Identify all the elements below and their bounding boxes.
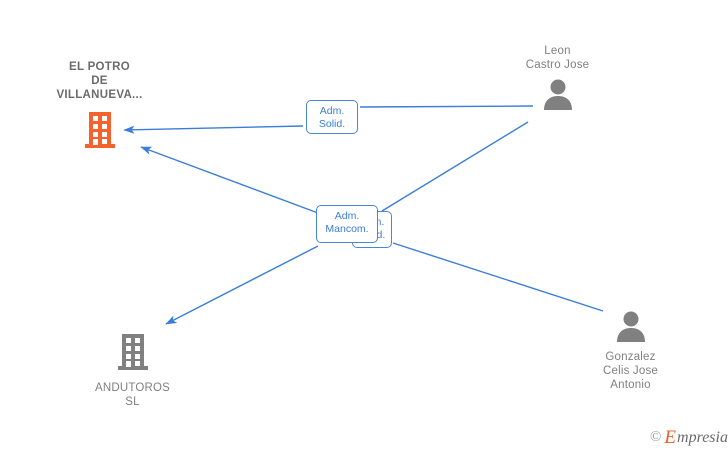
node-el-potro-label: EL POTRO DE VILLANUEVA... [56, 61, 143, 101]
edge-label-adm-solid-top[interactable]: Adm. Solid. [306, 100, 358, 134]
building-icon [32, 102, 167, 155]
node-leon-castro-jose[interactable]: Leon Castro Jose [505, 44, 610, 115]
building-icon [75, 332, 190, 377]
edge-leon-to-center [381, 121, 529, 212]
node-andutoros[interactable]: ANDUTOROS SL [75, 332, 190, 409]
person-icon [505, 72, 610, 115]
watermark-brand-initial: E [664, 427, 677, 448]
copyright-icon: © [650, 429, 662, 445]
edge-gonzalez-to-center [392, 242, 604, 312]
edge-leon-to-elpotro-right [359, 105, 534, 108]
node-gonzalez-celis-jose-antonio[interactable]: Gonzalez Celis Jose Antonio [578, 310, 683, 392]
person-icon [578, 310, 683, 347]
watermark-empresia: © E mpresia [650, 428, 728, 447]
edge-center-to-elpotro [140, 146, 319, 214]
watermark-brand-rest: mpresia [677, 429, 728, 446]
edge-label-adm-mancom-center[interactable]: Adm. Mancom. [316, 205, 378, 243]
node-el-potro[interactable]: EL POTRO DE VILLANUEVA... [32, 60, 167, 155]
edge-center-to-andutoros [165, 245, 319, 325]
edge-leon-to-elpotro-left [123, 125, 304, 134]
node-gonzalez-celis-jose-antonio-label: Gonzalez Celis Jose Antonio [602, 351, 659, 391]
node-leon-castro-jose-label: Leon Castro Jose [525, 45, 590, 71]
node-andutoros-label: ANDUTOROS SL [94, 382, 171, 408]
